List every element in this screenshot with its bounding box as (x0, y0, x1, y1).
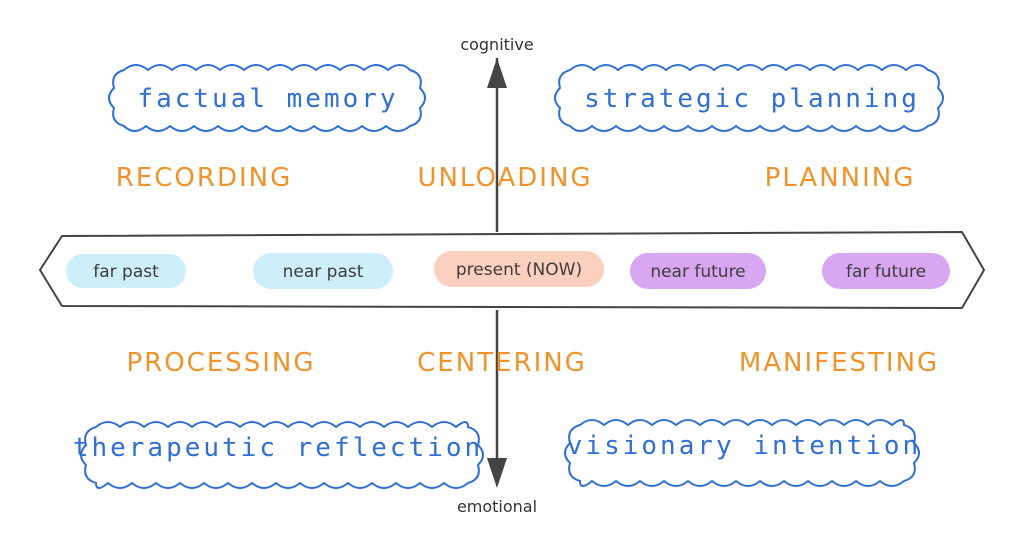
axis-label-emotional: emotional (457, 497, 537, 516)
cloud-therapeutic-reflection: therapeutic reflection (73, 421, 484, 489)
cloud-factual-memory: factual memory (108, 64, 426, 132)
cloud-outline (554, 64, 944, 132)
mode-recording: RECORDING (116, 163, 292, 193)
cloud-outline (80, 421, 484, 489)
cloud-visionary-intention: visionary intention (564, 419, 921, 487)
mode-manifesting: MANIFESTING (739, 348, 939, 378)
mode-centering: CENTERING (417, 348, 587, 378)
pill-label: near past (283, 262, 364, 282)
pill-near-future: near future (630, 253, 766, 289)
cloud-outline (564, 419, 920, 487)
pill-label: far future (846, 262, 926, 282)
mode-unloading: UNLOADING (417, 163, 592, 193)
pill-far-past: far past (66, 254, 186, 288)
pill-near-past: near past (253, 253, 393, 289)
axis-label-cognitive: cognitive (460, 35, 533, 54)
cloud-strategic-planning: strategic planning (554, 64, 944, 132)
mode-processing: PROCESSING (126, 348, 315, 378)
emotional-arrow-icon (487, 458, 507, 488)
cloud-label: strategic planning (584, 84, 920, 114)
cloud-label: factual memory (137, 84, 398, 114)
pill-label: near future (650, 262, 745, 282)
cloud-label: therapeutic reflection (73, 433, 483, 463)
mode-planning: PLANNING (765, 163, 916, 193)
pill-label: present (NOW) (456, 260, 582, 280)
pill-label: far past (93, 262, 159, 282)
cloud-outline (108, 64, 426, 132)
pill-present: present (NOW) (434, 251, 604, 287)
pill-far-future: far future (822, 253, 950, 289)
cognitive-arrow-icon (487, 58, 507, 88)
cloud-label: visionary intention (567, 431, 921, 461)
